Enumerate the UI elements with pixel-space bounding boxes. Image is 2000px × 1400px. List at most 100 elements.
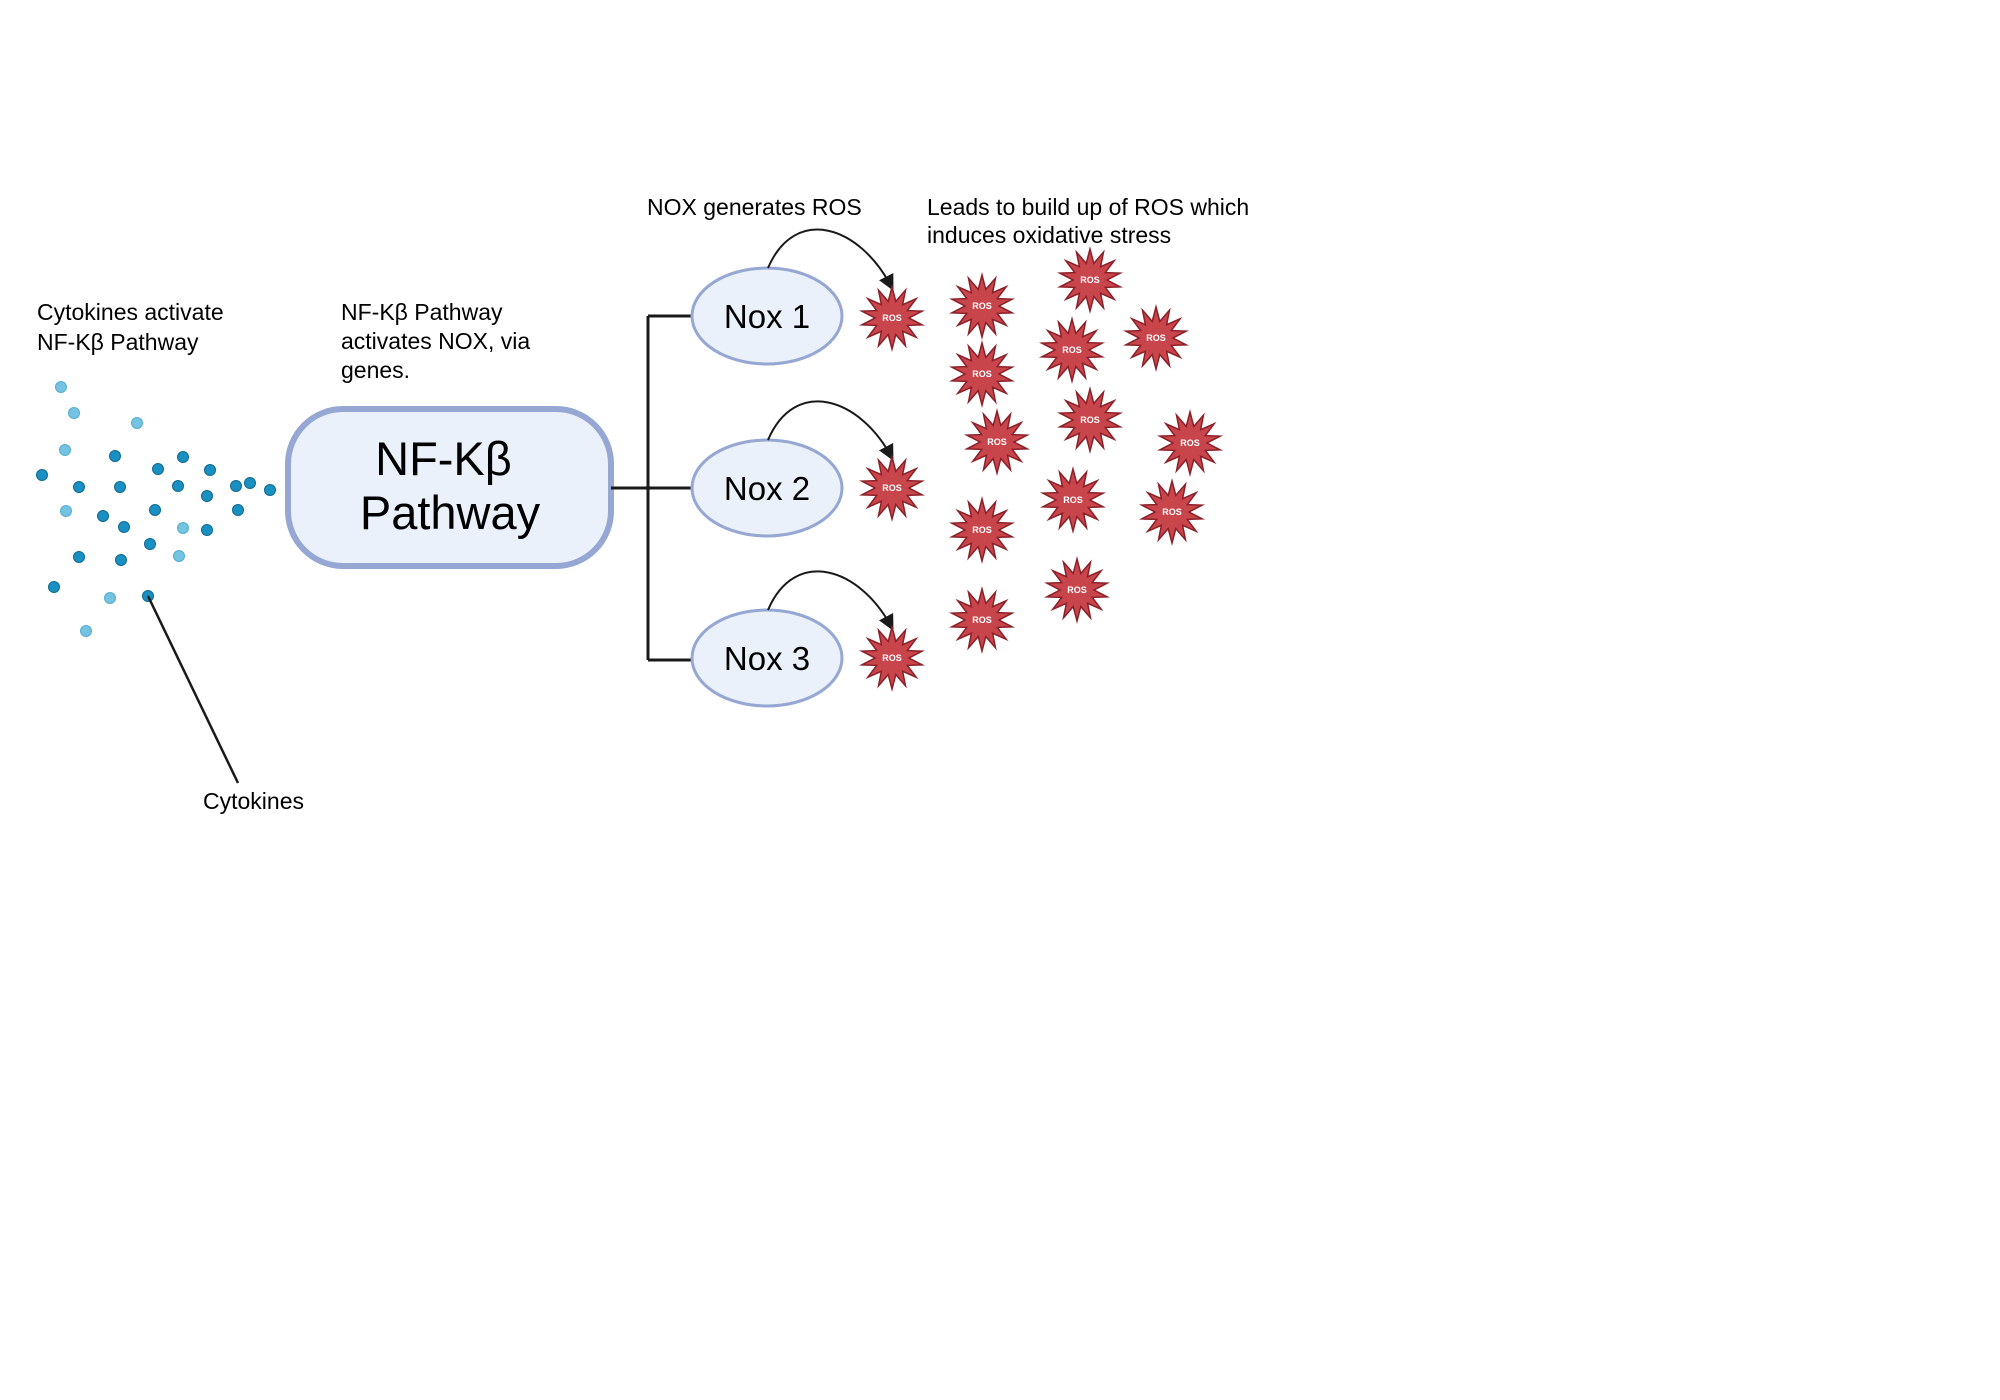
ros-burst: ROS <box>858 284 926 352</box>
ros-burst-label: ROS <box>1180 438 1200 448</box>
ros-burst: ROS <box>948 586 1016 654</box>
ros-burst: ROS <box>1156 409 1224 477</box>
cytokine-dot <box>149 504 161 516</box>
cytokine-dot <box>48 581 60 593</box>
ros-burst-label: ROS <box>987 437 1007 447</box>
ros-burst-shape <box>858 624 926 692</box>
cytokine-dot <box>59 444 71 456</box>
caption-cytokines-activate: Cytokines activate NF-Kβ Pathway <box>37 299 230 355</box>
caption-pathway-activates-nox: NF-Kβ Pathway activates NOX, via genes. <box>341 299 537 383</box>
nfkb-pathway-label: NF-Kβ Pathway <box>360 432 541 539</box>
cytokine-dot <box>201 490 213 502</box>
cytokine-dot <box>232 504 244 516</box>
ros-burst-label: ROS <box>882 483 902 493</box>
ros-burst: ROS <box>1122 304 1190 372</box>
nox-1-label: Nox 1 <box>724 298 810 335</box>
nox-2-ellipse <box>690 438 844 538</box>
ros-burst-shape <box>858 284 926 352</box>
cytokine-dot <box>177 451 189 463</box>
ros-burst: ROS <box>1138 478 1206 546</box>
nox-1-node: Nox 1 <box>690 266 844 366</box>
ros-burst-shape <box>1156 409 1224 477</box>
ros-burst-shape <box>948 340 1016 408</box>
ros-burst-label: ROS <box>972 615 992 625</box>
nox-3-node: Nox 3 <box>690 608 844 708</box>
cytokine-dot <box>118 521 130 533</box>
cytokine-dot <box>55 381 67 393</box>
cytokine-dot <box>68 407 80 419</box>
nox-3-label: Nox 3 <box>724 640 810 677</box>
nox-1-arrow <box>767 228 894 291</box>
ros-burst: ROS <box>948 272 1016 340</box>
ros-burst-label: ROS <box>972 301 992 311</box>
cytokine-dot <box>73 551 85 563</box>
ros-burst-shape <box>1138 478 1206 546</box>
ros-burst: ROS <box>858 454 926 522</box>
ros-burst-label: ROS <box>972 525 992 535</box>
nox-2-label: Nox 2 <box>724 470 810 507</box>
ros-burst-shape <box>963 408 1031 476</box>
cytokine-dot <box>264 484 276 496</box>
ros-burst-label: ROS <box>1067 585 1087 595</box>
nox-2-node: Nox 2 <box>690 438 844 538</box>
cytokine-dot <box>80 625 92 637</box>
cytokine-dot <box>73 481 85 493</box>
cytokine-dot <box>60 505 72 517</box>
ros-burst-label: ROS <box>1080 415 1100 425</box>
nox-3-ellipse <box>690 608 844 708</box>
nox-1-ellipse <box>690 266 844 366</box>
ros-burst-shape <box>948 272 1016 340</box>
cytokine-dot <box>131 417 143 429</box>
nox-2-arrow <box>767 400 894 461</box>
ros-burst-label: ROS <box>1062 345 1082 355</box>
ros-burst: ROS <box>1043 556 1111 624</box>
ros-burst-label: ROS <box>1080 275 1100 285</box>
ros-burst: ROS <box>963 408 1031 476</box>
cytokine-dot <box>144 538 156 550</box>
cytokine-dot <box>173 550 185 562</box>
cytokine-dot <box>152 463 164 475</box>
ros-burst-label: ROS <box>1146 333 1166 343</box>
cytokine-dot <box>177 522 189 534</box>
ros-burst-label: ROS <box>972 369 992 379</box>
ros-burst: ROS <box>1056 386 1124 454</box>
ros-burst-shape <box>1122 304 1190 372</box>
nfkb-pathway-node: NF-Kβ Pathway <box>285 406 614 569</box>
ros-burst-shape <box>1038 316 1106 384</box>
ros-burst-label: ROS <box>1063 495 1083 505</box>
ros-burst-shape <box>858 454 926 522</box>
cytokine-dot <box>104 592 116 604</box>
pathway-to-nox-connector <box>611 314 693 662</box>
cytokine-dot <box>201 524 213 536</box>
ros-burst-shape <box>1056 386 1124 454</box>
ros-burst: ROS <box>948 496 1016 564</box>
nox-to-ros-arrows <box>767 228 894 631</box>
cytokine-dot <box>36 469 48 481</box>
cytokine-dot <box>172 480 184 492</box>
ros-burst-shape <box>1056 246 1124 314</box>
cytokine-dot <box>109 450 121 462</box>
nox-3-arrow <box>767 570 894 631</box>
caption-ros-buildup: Leads to build up of ROS which induces o… <box>927 194 1256 248</box>
cytokines-leader-line <box>146 595 240 784</box>
ros-burst: ROS <box>1038 316 1106 384</box>
cytokine-dot <box>244 477 256 489</box>
ros-burst-shape <box>1043 556 1111 624</box>
ros-burst-shape <box>948 496 1016 564</box>
ros-burst: ROS <box>1039 466 1107 534</box>
caption-cytokines: Cytokines <box>203 788 304 814</box>
ros-burst-label: ROS <box>1162 507 1182 517</box>
cytokine-dots <box>36 381 276 637</box>
ros-burst: ROS <box>948 340 1016 408</box>
caption-nox-generates-ros: NOX generates ROS <box>647 194 862 220</box>
cytokine-dot <box>204 464 216 476</box>
ros-burst-label: ROS <box>882 313 902 323</box>
cytokine-dot <box>97 510 109 522</box>
cytokine-dot <box>230 480 242 492</box>
ros-cluster: ROS ROS ROS ROS ROS ROS ROS ROS ROS ROS ROS ROS ROS R… <box>858 246 1224 692</box>
cytokine-dot <box>115 554 127 566</box>
ros-burst-shape <box>948 586 1016 654</box>
cytokine-dot <box>114 481 126 493</box>
ros-burst: ROS <box>1056 246 1124 314</box>
